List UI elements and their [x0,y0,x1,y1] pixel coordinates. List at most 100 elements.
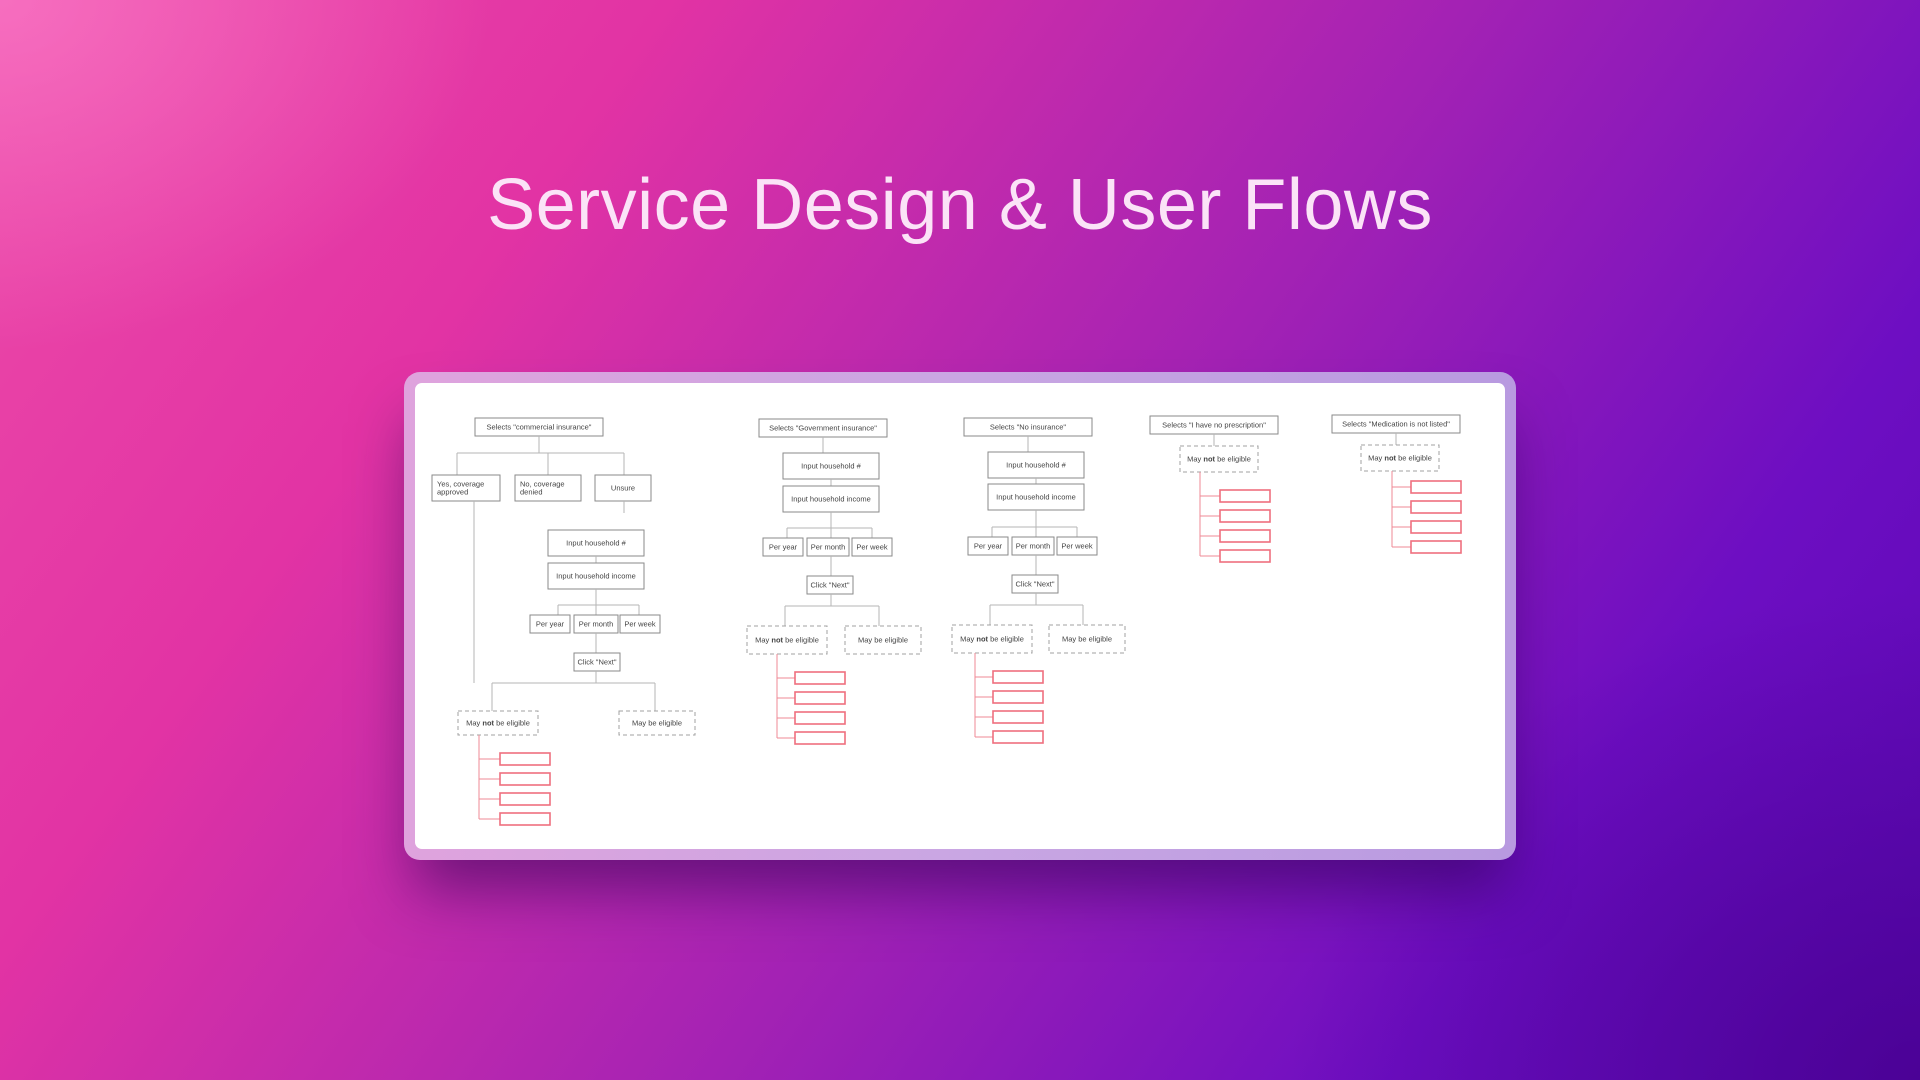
outcome-not-eligible-label: May not be eligible [960,635,1024,644]
result-box [794,711,846,725]
label-part: May [960,635,976,644]
result-box-shape [499,772,551,786]
result-box [1410,480,1462,494]
page-title: Service Design & User Flows [487,165,1433,246]
freq-per-month: Per month [1011,536,1055,556]
outcome-not-eligible: May not be eligible [951,624,1033,654]
freq-per-month-label: Per month [579,620,614,629]
result-box-shape [499,792,551,806]
result-box [1219,529,1271,543]
result-box [1410,520,1462,534]
freq-per-week-label: Per week [624,620,656,629]
input-household-income: Input household income [782,485,880,513]
coverage-approved-shape [431,474,501,502]
flow-start-no-prescription: Selects "I have no prescription" [1149,415,1279,435]
freq-per-year: Per year [529,614,571,634]
result-box [1219,489,1271,503]
label-part: not [1384,454,1396,463]
result-box [1219,549,1271,563]
freq-per-week-shape [1056,536,1098,556]
result-box [499,792,551,806]
label-part: May [1187,455,1203,464]
freq-per-year-shape [529,614,571,634]
label-part: be eligible [1396,454,1432,463]
diagram-canvas: Selects "commercial insurance"Yes, cover… [415,383,1505,849]
freq-per-month-label: Per month [1016,542,1051,551]
freq-per-year-shape [967,536,1009,556]
input-household-count: Input household # [987,451,1085,479]
freq-per-month: Per month [806,537,850,557]
input-household-income-shape [547,562,645,590]
click-next-label: Click "Next" [577,658,616,667]
result-box-shape [794,711,846,725]
label-part: May [1368,454,1384,463]
input-household-count-label: Input household # [566,539,626,548]
freq-per-week: Per week [1056,536,1098,556]
outcome-eligible-shape [618,710,696,736]
input-household-income: Input household income [987,483,1085,511]
coverage-approved-label: Yes, coverage [437,480,484,489]
input-household-income: Input household income [547,562,645,590]
result-box [992,710,1044,724]
flow-start-government-label: Selects "Government insurance" [769,424,877,433]
result-box [499,812,551,826]
result-box [794,691,846,705]
freq-per-month: Per month [573,614,619,634]
click-next: Click "Next" [806,575,854,595]
freq-per-week: Per week [851,537,893,557]
outcome-eligible: May be eligible [618,710,696,736]
coverage-denied-shape [514,474,582,502]
outcome-not-eligible-shape [457,710,539,736]
result-box-shape [992,690,1044,704]
result-box-shape [1219,489,1271,503]
outcome-not-eligible-label: May not be eligible [755,636,819,645]
flow-start-not-listed: Selects "Medication is not listed" [1331,414,1461,434]
input-household-count: Input household # [782,452,880,480]
freq-per-year-label: Per year [974,542,1003,551]
result-box-shape [1410,480,1462,494]
input-household-count-shape [782,452,880,480]
outcome-not-eligible-shape [746,625,828,655]
flow-start-no-insurance: Selects "No insurance" [963,417,1093,437]
result-box-shape [794,671,846,685]
label-part: be eligible [783,636,819,645]
label-part: May [755,636,771,645]
outcome-not-eligible-shape [1360,444,1440,472]
coverage-denied-label: No, coverage [520,480,565,489]
click-next: Click "Next" [1011,574,1059,594]
result-box-shape [499,812,551,826]
outcome-not-eligible-label: May not be eligible [1368,454,1432,463]
result-box-shape [794,731,846,745]
outcome-eligible: May be eligible [1048,624,1126,654]
coverage-unsure-shape [594,474,652,502]
input-household-income-shape [782,485,880,513]
freq-per-week-shape [851,537,893,557]
result-box [992,670,1044,684]
label-part: May [466,719,482,728]
outcome-eligible-label: May be eligible [632,719,682,728]
freq-per-year-label: Per year [536,620,565,629]
click-next-label: Click "Next" [1015,580,1054,589]
click-next-shape [1011,574,1059,594]
result-box-shape [992,670,1044,684]
label-part: not [771,636,783,645]
freq-per-year-label: Per year [769,543,798,552]
outcome-eligible-shape [844,625,922,655]
freq-per-year-shape [762,537,804,557]
flow-start-no-insurance-label: Selects "No insurance" [990,423,1067,432]
outcome-not-eligible-label: May not be eligible [466,719,530,728]
outcome-eligible-label: May be eligible [858,636,908,645]
outcome-not-eligible-shape [1179,445,1259,473]
click-next: Click "Next" [573,652,621,672]
label-part: be eligible [494,719,530,728]
input-household-count-shape [547,529,645,557]
result-box-shape [1410,520,1462,534]
input-household-count-label: Input household # [801,462,861,471]
result-box [499,772,551,786]
label-part: be eligible [1215,455,1251,464]
freq-per-year: Per year [762,537,804,557]
input-household-count-shape [987,451,1085,479]
outcome-not-eligible-shape [951,624,1033,654]
